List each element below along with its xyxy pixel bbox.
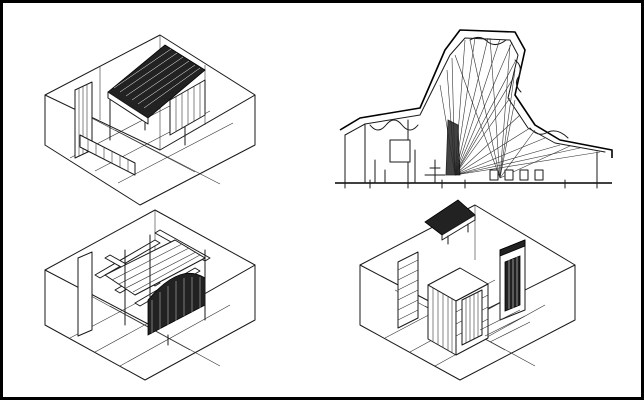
panel-bottom-left-room — [44, 209, 256, 381]
floating-roof — [424, 199, 476, 245]
panel-bottom-right-room — [359, 199, 576, 381]
panel-top-left-room — [44, 34, 256, 206]
slatted-canopy-roof — [107, 44, 206, 125]
left-door-panel — [397, 251, 419, 329]
lattice-screen — [79, 134, 136, 176]
radiating-rafter-lines — [439, 37, 601, 179]
booth — [427, 267, 489, 356]
panel-top-right-vault-section — [335, 29, 613, 189]
right-door — [499, 239, 526, 321]
